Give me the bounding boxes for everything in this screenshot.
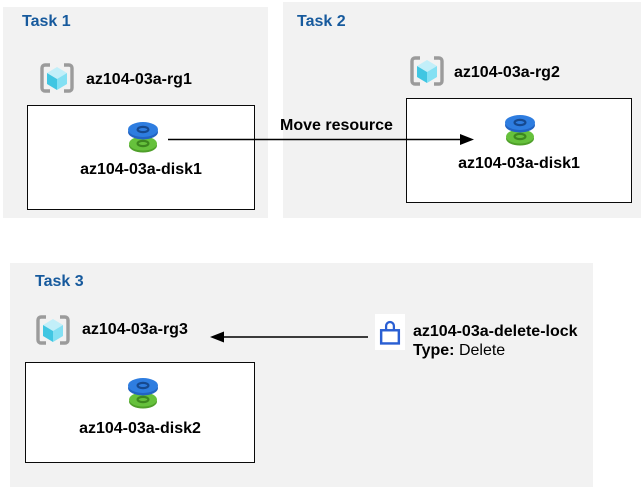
task1-resource-label: az104-03a-disk1 — [80, 161, 202, 178]
task3-rg-label: az104-03a-rg3 — [82, 321, 188, 338]
task3-resource-box: az104-03a-disk2 — [25, 362, 255, 463]
task2-panel: Task 2 az104-03a-rg2 az104-03a-disk1 — [283, 2, 641, 218]
lock-text-block: az104-03a-delete-lock Type: Delete — [413, 322, 578, 360]
resource-group-icon — [410, 56, 444, 86]
lock-icon-background — [375, 314, 405, 350]
task3-panel: Task 3 az104-03a-rg3 az104-03a-disk2 — [10, 263, 593, 487]
task2-resource-box: az104-03a-disk1 — [406, 98, 632, 203]
move-resource-label: Move resource — [280, 117, 393, 134]
task1-title: Task 1 — [22, 13, 71, 30]
task2-title: Task 2 — [297, 13, 346, 30]
lock-type-line: Type: Delete — [413, 341, 578, 360]
task3-resource-label: az104-03a-disk2 — [79, 420, 201, 437]
task1-rg-label: az104-03a-rg1 — [86, 71, 192, 88]
disk-icon — [128, 122, 158, 153]
lock-type-value: Delete — [458, 342, 506, 359]
disk-icon — [505, 115, 535, 146]
task1-resource-box: az104-03a-disk1 — [27, 105, 255, 210]
disk-icon — [128, 378, 158, 409]
task3-title: Task 3 — [35, 273, 84, 290]
task2-rg-label: az104-03a-rg2 — [454, 64, 560, 81]
lock-icon — [379, 320, 401, 345]
resource-group-icon — [40, 63, 74, 93]
lock-name-label: az104-03a-delete-lock — [413, 323, 578, 340]
resource-group-icon — [36, 315, 70, 345]
task1-panel: Task 1 az104-03a-rg1 az104-03a-disk1 — [3, 7, 268, 218]
task2-resource-label: az104-03a-disk1 — [458, 155, 580, 172]
lock-type-label: Type: — [413, 342, 455, 359]
